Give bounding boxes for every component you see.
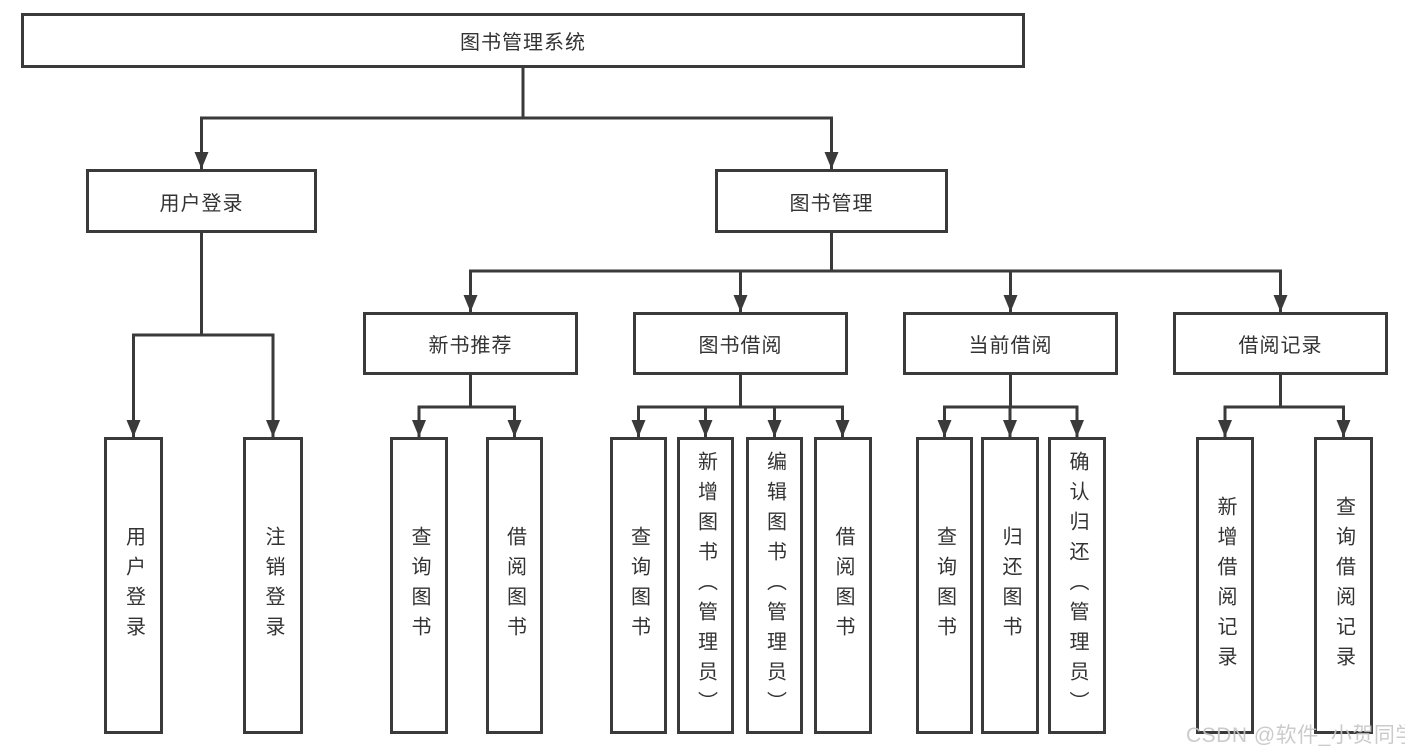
node-borrow-records: 借阅记录 bbox=[1173, 312, 1388, 375]
node-new-book-recommend: 新书推荐 bbox=[363, 312, 578, 375]
leaf-logout: 注销登录 bbox=[243, 437, 303, 734]
node-book-borrow: 图书借阅 bbox=[633, 312, 848, 375]
connector-borrow-records-children bbox=[1218, 375, 1351, 437]
node-root: 图书管理系统 bbox=[21, 13, 1025, 68]
node-book-management: 图书管理 bbox=[715, 169, 948, 233]
leaf-return-book: 归还图书 bbox=[981, 437, 1039, 734]
connector-new-book-recommend-children bbox=[412, 375, 522, 437]
leaf-add-borrow-record: 新增借阅记录 bbox=[1196, 437, 1254, 734]
node-user-login: 用户登录 bbox=[86, 169, 317, 233]
leaf-borrow-book-recommend: 借阅图书 bbox=[486, 437, 543, 734]
leaf-query-book-recommend: 查询图书 bbox=[390, 437, 448, 734]
leaf-borrow-book-borrow: 借阅图书 bbox=[814, 437, 872, 734]
connector-book-borrow-children bbox=[631, 375, 850, 437]
node-current-borrow: 当前借阅 bbox=[903, 312, 1118, 375]
leaf-confirm-return-admin: 确认归还（管理员） bbox=[1048, 437, 1106, 734]
connector-root-to-level2 bbox=[194, 68, 839, 169]
leaf-edit-book-admin: 编辑图书（管理员） bbox=[746, 437, 803, 734]
leaf-add-book-admin: 新增图书（管理员） bbox=[677, 437, 734, 734]
connector-user-login-children bbox=[126, 233, 280, 437]
leaf-query-book-borrow: 查询图书 bbox=[610, 437, 667, 734]
connector-current-borrow-children bbox=[937, 375, 1084, 437]
leaf-user-login: 用户登录 bbox=[104, 437, 163, 734]
connector-book-management-children bbox=[463, 233, 1288, 312]
leaf-query-book-current: 查询图书 bbox=[916, 437, 973, 734]
leaf-query-borrow-record: 查询借阅记录 bbox=[1314, 437, 1373, 734]
csdn-watermark: CSDN @软件_小贺同学 bbox=[1186, 724, 1405, 747]
